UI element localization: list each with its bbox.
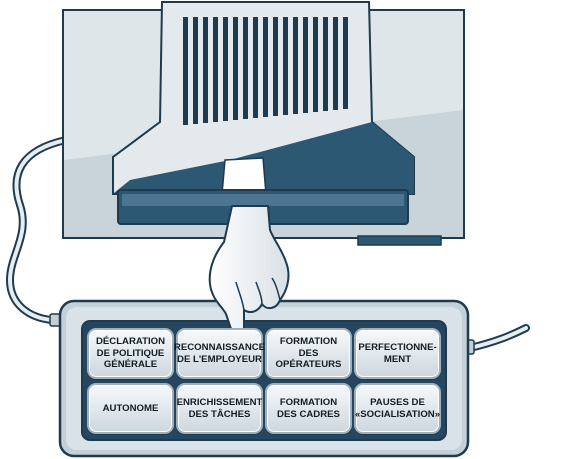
key-formation-cadres[interactable]: FORMATION DES CADRES bbox=[265, 383, 352, 434]
left-cable bbox=[5, 136, 70, 327]
key-declaration-politique[interactable]: DÉCLARATION DE POLITIQUE GÉNÉRALE bbox=[87, 328, 174, 379]
vent-slots bbox=[183, 17, 348, 125]
key-formation-operateurs[interactable]: FORMATION DES OPÉRATEURS bbox=[265, 328, 352, 379]
key-enrichissement-taches[interactable]: ENRICHISSEMENT DES TÂCHES bbox=[176, 383, 263, 434]
terminal bbox=[62, 1, 465, 246]
hand bbox=[208, 205, 290, 339]
right-cable bbox=[461, 324, 530, 355]
key-autonome[interactable]: AUTONOME bbox=[87, 383, 174, 434]
key-pauses-socialisation[interactable]: PAUSES DE «SOCIALISATION» bbox=[354, 383, 441, 434]
key-reconnaissance-employeur[interactable]: RECONNAISSANCE DE L'EMPLOYEUR bbox=[174, 328, 265, 379]
keypad: DÉCLARATION DE POLITIQUE GÉNÉRALE RECONN… bbox=[84, 324, 444, 438]
key-perfectionnement[interactable]: PERFECTIONNE- MENT bbox=[354, 328, 441, 379]
